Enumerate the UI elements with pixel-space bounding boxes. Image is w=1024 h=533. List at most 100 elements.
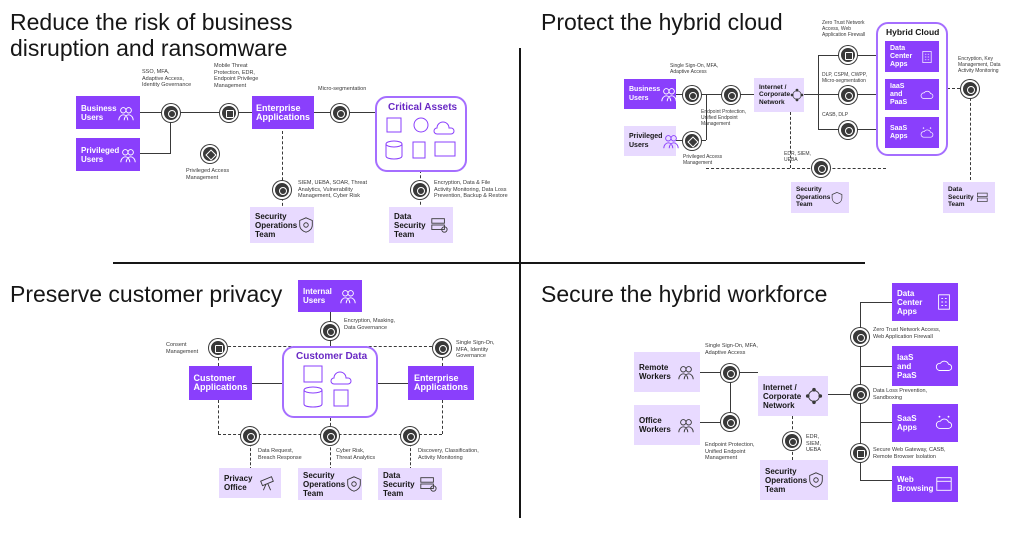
- q1-business-users: Business Users: [76, 96, 140, 129]
- q1-security-operations-team: Security Operations Team: [250, 207, 314, 243]
- q2-node-casb: [839, 121, 857, 139]
- q1-ann-pam: Privileged Access Management: [186, 168, 230, 181]
- users-icon: [661, 88, 677, 102]
- horizontal-divider: [113, 262, 865, 264]
- q3-title: Preserve customer privacy: [10, 281, 283, 307]
- q3-ann-dr: Data Request, Breach Response: [258, 448, 302, 461]
- q1-node-siem: [273, 181, 291, 199]
- cloud-apps-icon: [920, 126, 934, 138]
- q4-node-zt: [851, 328, 869, 346]
- q4-title: Secure the hybrid workforce: [541, 281, 828, 307]
- q1-ann-enc: Encryption, Data & File Activity Monitor…: [434, 180, 508, 199]
- q1-node-sso: [162, 104, 180, 122]
- q2-node-dlp: [839, 86, 857, 104]
- assets-icon: [385, 117, 456, 160]
- vertical-divider: [519, 48, 521, 518]
- q4-ann-dlp: Data Loss Prevention, Sandboxing: [873, 388, 928, 401]
- q1-privileged-users: Privileged Users: [76, 138, 140, 171]
- server-icon: [977, 192, 988, 202]
- q4-office-workers: Office Workers: [634, 405, 700, 445]
- q3-customer-data-frame: [282, 346, 378, 418]
- q3-ann-sso: Single Sign-On, MFA, Identity Governance: [456, 340, 495, 359]
- q3-enterprise-applications: Enterprise Applications: [408, 366, 474, 400]
- q1-critical-assets-title: Critical Assets: [388, 102, 458, 113]
- q2-node-pam: [683, 132, 701, 150]
- q3-customer-applications: Customer Applications: [189, 366, 252, 400]
- q4-node-swg: [851, 444, 869, 462]
- users-icon: [120, 148, 136, 162]
- q2-iaas-paas: IaaS and PaaS: [885, 79, 939, 110]
- q1-ann-mobile: Mobile Threat Protection, EDR, Endpoint …: [214, 63, 259, 89]
- cloud-apps-icon: [935, 415, 953, 429]
- q4-remote-workers: Remote Workers: [634, 352, 700, 392]
- q1-ann-sso: SSO, MFA, Adaptive Access, Identity Gove…: [142, 69, 192, 88]
- q2-node-edr: [812, 159, 830, 177]
- q2-ann-enc: Encryption, Key Management, Data Activit…: [958, 56, 1001, 74]
- q1-enterprise-applications: Enterprise Applications: [252, 96, 314, 129]
- q3-internal-users: Internal Users: [298, 280, 362, 312]
- q2-ann-pam: Privileged Access Management: [683, 154, 723, 166]
- server-icon: [420, 477, 437, 492]
- q1-node-pam: [201, 145, 219, 163]
- data-icon: [303, 365, 352, 408]
- q3-privacy-office: Privacy Office: [219, 468, 281, 498]
- q3-node-sso: [433, 339, 451, 357]
- building-icon: [938, 294, 950, 310]
- cloud-icon: [920, 90, 934, 99]
- q2-hybrid-cloud-title: Hybrid Cloud: [886, 27, 940, 37]
- q2-ann-casb: CASB, DLP: [822, 112, 849, 118]
- q2-data-center-apps: Data Center Apps: [885, 41, 939, 72]
- q2-data-security-team: Data Security Team: [943, 182, 995, 213]
- q4-saas-apps: SaaS Apps: [892, 404, 958, 442]
- q2-saas-apps: SaaS Apps: [885, 117, 939, 148]
- q3-ann-enc: Encryption, Masking, Data Governance: [344, 318, 396, 331]
- q4-web-browsing: Web Browsing: [892, 466, 958, 502]
- q4-ann-edr: EDR, SIEM, UEBA: [806, 434, 821, 453]
- q3-node-disc: [401, 427, 419, 445]
- q4-data-center-apps: Data Center Apps: [892, 283, 958, 321]
- q3-ann-cr: Cyber Risk, Threat Analytics: [336, 448, 376, 461]
- q2-node-sso: [683, 86, 701, 104]
- shield-icon: [299, 217, 313, 233]
- q2-ann-dlp: DLP, CSPM, CWPP, Micro-segmentation: [822, 72, 867, 84]
- server-icon: [431, 218, 448, 233]
- q4-iaas-paas: IaaS and PaaS: [892, 346, 958, 386]
- q4-ann-swg: Secure Web Gateway, CASB, Remote Browser…: [873, 447, 946, 460]
- q2-security-operations-team: Security Operations Team: [791, 182, 849, 213]
- q2-privileged-users: Privileged Users: [624, 126, 680, 156]
- network-icon: [805, 387, 823, 405]
- q2-title: Protect the hybrid cloud: [541, 9, 783, 35]
- q3-ann-disc: Discovery, Classification, Activity Moni…: [418, 448, 479, 461]
- cloud-icon: [935, 360, 953, 371]
- q2-node-ep: [722, 86, 740, 104]
- q1-title: Reduce the risk of business disruption a…: [10, 9, 293, 61]
- users-icon: [118, 106, 134, 120]
- q1-data-security-team: Data Security Team: [389, 207, 453, 243]
- q2-ann-zt: Zero Trust Network Access, Web Applicati…: [822, 20, 866, 38]
- q3-customer-data-title: Customer Data: [296, 351, 368, 362]
- q3-node-consent: [209, 339, 227, 357]
- telescope-icon: [260, 476, 274, 491]
- q4-ann-ep: Endpoint Protection, Unified Endpoint Ma…: [705, 442, 755, 461]
- q1-node-mobile: [220, 104, 238, 122]
- q1-ann-micro: Micro-segmentation: [318, 86, 367, 92]
- q1-node-enc: [411, 181, 429, 199]
- q4-internet-network: Internet / Corporate Network: [758, 376, 828, 416]
- q4-security-operations-team: Security Operations Team: [760, 460, 828, 500]
- q4-node-sso: [721, 364, 739, 382]
- shield-icon: [347, 476, 361, 492]
- q1-node-micro: [331, 104, 349, 122]
- users-icon: [678, 366, 694, 380]
- q2-ann-sso: Single Sign-On, MFA, Adaptive Access: [670, 63, 719, 75]
- q4-ann-zt: Zero Trust Network Access, Web Applicati…: [873, 327, 941, 340]
- q4-node-dlp: [851, 385, 869, 403]
- q2-ann-edr: EDR, SIEM, UEBA: [784, 151, 811, 163]
- q2-business-users: Business Users: [624, 79, 677, 109]
- q3-node-dr: [241, 427, 259, 445]
- browser-icon: [936, 477, 952, 491]
- q2-node-enc: [961, 80, 979, 98]
- q2-internet-network: Internet / Corporate Network: [754, 78, 804, 112]
- q2-node-zt: [839, 46, 857, 64]
- shield-icon: [832, 191, 843, 204]
